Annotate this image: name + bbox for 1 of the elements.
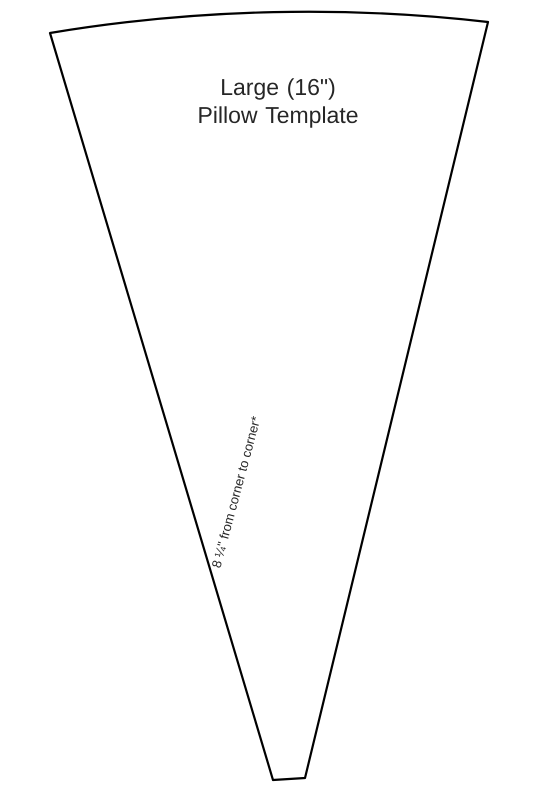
- dimension-label: 8 ¼" from corner to corner*: [212, 416, 259, 568]
